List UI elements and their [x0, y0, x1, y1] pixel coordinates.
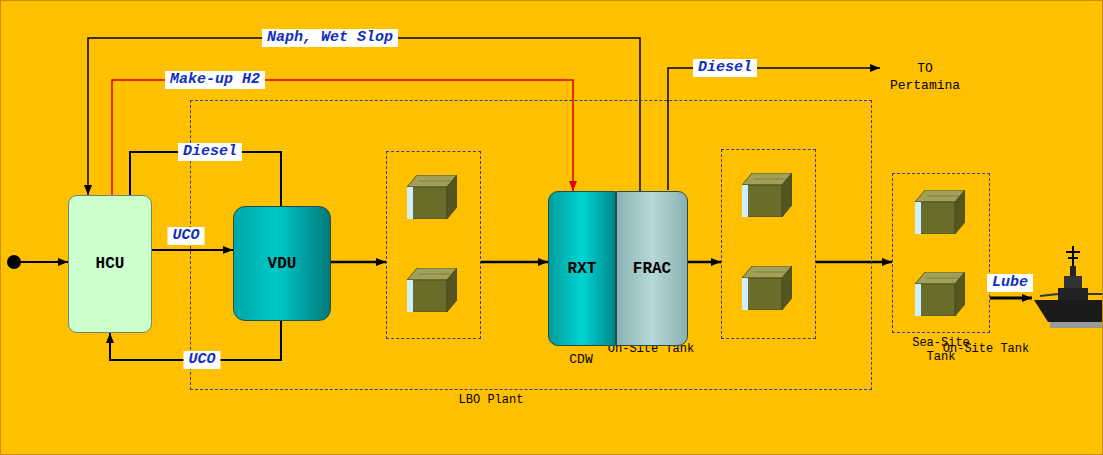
flow-line — [688, 261, 721, 264]
stream-label: Diesel — [178, 143, 242, 161]
lube-export-line — [990, 298, 1032, 299]
tank-group: On-Site Tank — [386, 151, 481, 339]
unit-label: VDU — [268, 255, 297, 273]
destination-label: TO Pertamina — [880, 61, 970, 95]
stream-label: UCO — [167, 227, 204, 245]
feed-inlet — [7, 255, 68, 269]
group-label: LBO Plant — [441, 393, 541, 407]
unit-label: FRAC — [633, 260, 671, 278]
group-label: Sea-Site Tank — [905, 336, 977, 365]
stream-label: Make-up H2 — [165, 71, 265, 89]
tank-group: Sea-Site Tank — [892, 173, 990, 333]
flow-line — [88, 38, 640, 195]
flow-line — [816, 261, 892, 264]
diesel-export-line — [668, 68, 880, 190]
unit-label: HCU — [96, 255, 125, 273]
stream-label: Diesel — [693, 59, 757, 77]
reactor-box: RXT — [548, 191, 616, 346]
vdu-box: VDU — [233, 206, 331, 321]
ship-symbol — [1034, 246, 1102, 328]
flow-line — [331, 261, 386, 264]
stream-label: UCO — [183, 351, 220, 369]
unit-label: RXT — [568, 260, 597, 278]
fractionator-box: FRAC — [616, 191, 688, 346]
flow-line — [481, 261, 548, 264]
unit-group-label: CDW — [569, 352, 592, 369]
tank-group: On-Site Tank — [721, 149, 816, 339]
flow-line — [152, 249, 233, 251]
stream-label: Lube — [987, 274, 1033, 292]
plant-boundary: LBO PlantVDUOn-Site TankRXTFRACOn-Site T… — [190, 100, 872, 390]
stream-label: Naph, Wet Slop — [262, 29, 398, 47]
hcu-box: HCU — [68, 195, 152, 333]
flow-line — [112, 80, 573, 195]
